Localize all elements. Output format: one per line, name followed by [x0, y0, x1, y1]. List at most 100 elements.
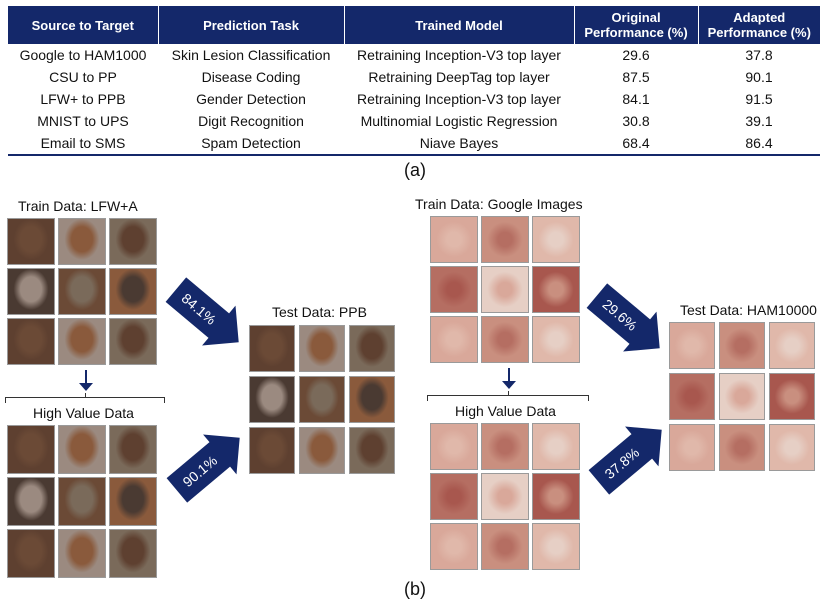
cell-prediction-task: Gender Detection [196, 91, 306, 107]
cell-original-performance: 68.4 [574, 132, 698, 156]
faces-adapted-arrow: 90.1% [166, 434, 240, 503]
cell-prediction-task: Digit Recognition [198, 113, 304, 129]
cell-original-performance: 84.1 [622, 91, 650, 107]
header-trained-model: Trained Model [343, 6, 574, 44]
results-table: Source to Target Prediction Task Trained… [8, 6, 820, 156]
skin-lesion-thumbnail [532, 216, 580, 263]
face-photo-thumbnail [249, 325, 295, 372]
cell-source-target: Email to SMS [8, 132, 158, 156]
face-photo-thumbnail [299, 325, 345, 372]
cell-adapted-performance: 39.1 [745, 113, 773, 129]
header-adapted-performance: Adapted Performance (%) [697, 6, 820, 44]
cell-adapted-performance: 91.5 [745, 91, 773, 107]
face-photo-thumbnail [109, 529, 157, 578]
skin-lesion-thumbnail [481, 523, 529, 570]
skin-lesion-thumbnail [481, 316, 529, 363]
face-photo-thumbnail [299, 427, 345, 474]
face-photo-thumbnail [58, 425, 106, 474]
cell-prediction-task: Disease Coding [201, 69, 301, 85]
skin-lesion-thumbnail [769, 373, 815, 420]
faces-high-value-grid [7, 425, 157, 578]
skin-lesion-thumbnail [532, 316, 580, 363]
skin-lesion-thumbnail [669, 322, 715, 369]
skin-test-grid [669, 322, 815, 471]
skin-lesion-thumbnail [669, 373, 715, 420]
skin-adapted-arrow: 37.8% [588, 426, 662, 495]
face-photo-thumbnail [7, 268, 55, 315]
faces-train-grid [7, 218, 157, 365]
cell-adapted-performance: 90.1 [745, 69, 773, 85]
cell-trained-model: Multinomial Logistic Regression [360, 113, 558, 129]
cell-adapted-performance: 86.4 [698, 132, 820, 156]
face-photo-thumbnail [249, 376, 295, 423]
face-photo-thumbnail [109, 268, 157, 315]
cell-original-performance: 29.6 [622, 47, 650, 63]
cell-original-performance: 87.5 [622, 69, 650, 85]
skin-lesion-thumbnail [481, 473, 529, 520]
faces-original-arrow: 84.1% [165, 277, 239, 346]
skin-lesion-thumbnail [719, 424, 765, 471]
skin-lesion-thumbnail [481, 216, 529, 263]
skin-high-value-label: High Value Data [455, 403, 556, 419]
down-arrow-shaft [85, 370, 87, 384]
cell-trained-model: Retraining Inception-V3 top layer [357, 47, 561, 63]
face-photo-thumbnail [58, 218, 106, 265]
face-photo-thumbnail [349, 325, 395, 372]
skin-lesion-thumbnail [430, 266, 478, 313]
caption-a: (a) [404, 160, 426, 180]
table-row: LFW+ to PPB Gender Detection Retraining … [8, 88, 820, 110]
cell-prediction-task: Skin Lesion Classification [171, 47, 331, 63]
face-photo-thumbnail [109, 425, 157, 474]
caption-b: (b) [404, 579, 426, 599]
face-photo-thumbnail [7, 529, 55, 578]
cell-prediction-task: Spam Detection [158, 132, 344, 156]
face-photo-thumbnail [58, 477, 106, 526]
face-photo-thumbnail [349, 376, 395, 423]
skin-train-grid [430, 216, 580, 363]
down-arrow-icon [79, 383, 93, 391]
table-row: MNIST to UPS Digit Recognition Multinomi… [8, 110, 820, 132]
skin-lesion-thumbnail [532, 473, 580, 520]
skin-lesion-thumbnail [532, 266, 580, 313]
face-photo-thumbnail [7, 477, 55, 526]
face-photo-thumbnail [109, 318, 157, 365]
cell-source-target: Google to HAM1000 [19, 47, 147, 63]
face-photo-thumbnail [299, 376, 345, 423]
cell-source-target: LFW+ to PPB [40, 91, 126, 107]
face-photo-thumbnail [58, 318, 106, 365]
table-row: CSU to PP Disease Coding Retraining Deep… [8, 66, 820, 88]
face-photo-thumbnail [349, 427, 395, 474]
table-header-row: Source to Target Prediction Task Trained… [8, 6, 820, 44]
cell-source-target: CSU to PP [49, 69, 117, 85]
face-photo-thumbnail [249, 427, 295, 474]
down-arrow-icon [502, 381, 516, 389]
skin-lesion-thumbnail [430, 523, 478, 570]
face-photo-thumbnail [7, 318, 55, 365]
face-photo-thumbnail [58, 529, 106, 578]
face-photo-thumbnail [109, 477, 157, 526]
face-photo-thumbnail [109, 218, 157, 265]
skin-lesion-thumbnail [430, 316, 478, 363]
face-photo-thumbnail [7, 425, 55, 474]
cell-trained-model: Niave Bayes [344, 132, 574, 156]
face-photo-thumbnail [7, 218, 55, 265]
cell-source-target: MNIST to UPS [37, 113, 129, 129]
header-source-target: Source to Target [8, 6, 158, 44]
faces-train-label: Train Data: LFW+A [18, 198, 138, 214]
high-value-brace [427, 391, 589, 401]
faces-test-grid [249, 325, 395, 474]
high-value-brace [5, 393, 165, 403]
skin-lesion-thumbnail [769, 322, 815, 369]
skin-lesion-thumbnail [430, 473, 478, 520]
faces-test-label: Test Data: PPB [272, 304, 367, 320]
table-row: Google to HAM1000 Skin Lesion Classifica… [8, 44, 820, 66]
cell-original-performance: 30.8 [622, 113, 650, 129]
skin-original-arrow: 29.6% [586, 283, 660, 352]
skin-lesion-thumbnail [719, 373, 765, 420]
table-row: Email to SMS Spam Detection Niave Bayes … [8, 132, 820, 156]
cell-adapted-performance: 37.8 [745, 47, 773, 63]
skin-lesion-thumbnail [669, 424, 715, 471]
face-photo-thumbnail [58, 268, 106, 315]
header-original-performance: Original Performance (%) [573, 6, 698, 44]
down-arrow-shaft [508, 368, 510, 382]
